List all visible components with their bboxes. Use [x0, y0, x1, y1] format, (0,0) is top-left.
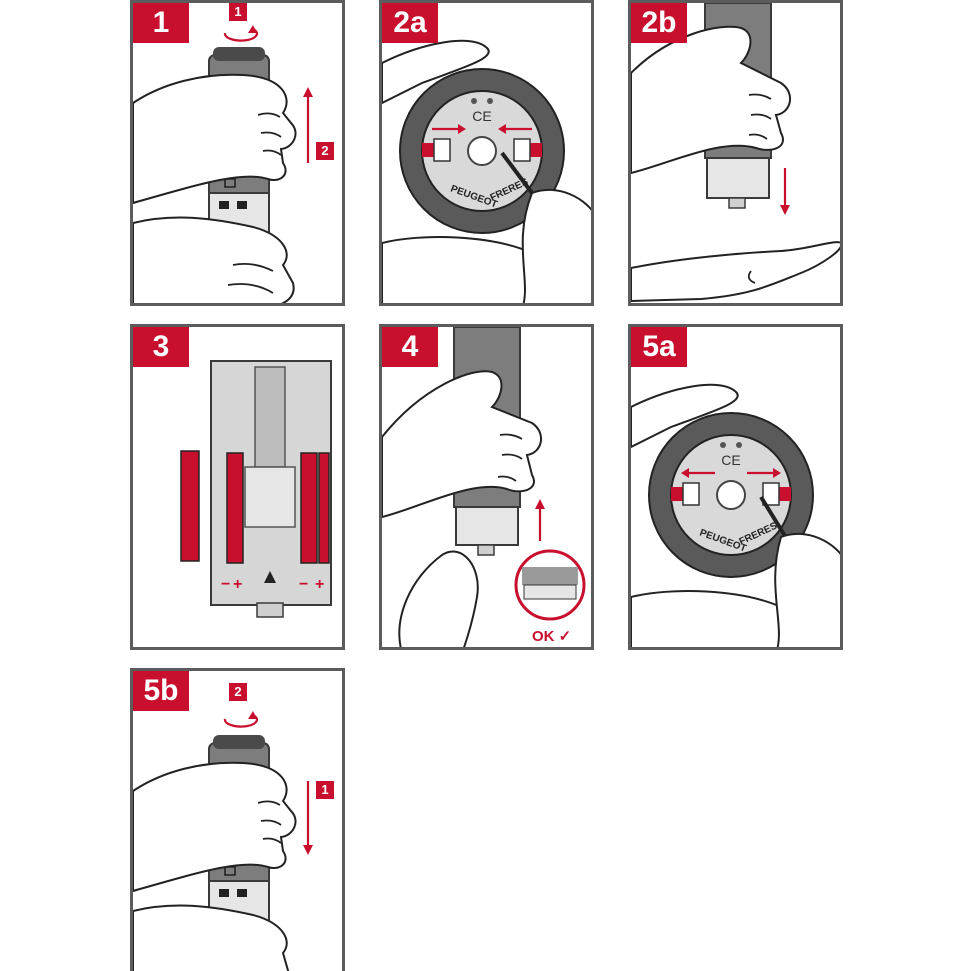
step-label: 2a	[382, 3, 438, 43]
ok-check-label: OK ✓	[532, 627, 571, 645]
check-icon: ✓	[554, 628, 572, 645]
step-label: 5b	[133, 671, 189, 711]
sub-step-marker: 1	[316, 781, 334, 799]
step-label: 4	[382, 327, 438, 367]
step-label: 5a	[631, 327, 687, 367]
ce-mark: CE	[472, 108, 491, 124]
sub-step-marker: 2	[229, 683, 247, 701]
step-4-illustration	[382, 327, 586, 647]
panel-step-1: 1 1 2	[130, 0, 345, 306]
step-1-illustration	[133, 25, 313, 303]
panel-step-2b: 2b	[628, 0, 843, 306]
step-2a-illustration: CE PEUGEOT FRERES	[382, 39, 591, 303]
step-5a-illustration: CE PEUGEOT FRERES	[631, 383, 840, 647]
panel-step-5b: 5b 2 1	[130, 668, 345, 971]
battery-right	[300, 452, 318, 564]
step-2b-illustration	[631, 3, 840, 303]
ok-text: OK	[532, 628, 555, 645]
sign-plus-left: +	[233, 576, 242, 593]
sign-minus-right: −	[299, 576, 308, 593]
step-label: 1	[133, 3, 189, 43]
step-label: 2b	[631, 3, 687, 43]
battery-left	[226, 452, 244, 564]
battery-loose	[180, 450, 200, 562]
sign-minus-left: −	[221, 576, 230, 593]
step-label: 3	[133, 327, 189, 367]
sub-step-marker: 2	[316, 142, 334, 160]
ce-mark: CE	[721, 452, 740, 468]
step-5b-illustration	[133, 711, 313, 971]
panel-step-4: 4 OK ✓	[379, 324, 594, 650]
panel-step-2a: CE PEUGEOT FRERES 2a	[379, 0, 594, 306]
sub-step-marker: 1	[229, 3, 247, 21]
panel-step-5a: CE PEUGEOT FRERES 5a	[628, 324, 843, 650]
step-3-illustration: − + − +	[180, 360, 332, 618]
sign-plus-right: +	[315, 576, 324, 593]
panel-step-3: − + − + 3	[130, 324, 345, 650]
